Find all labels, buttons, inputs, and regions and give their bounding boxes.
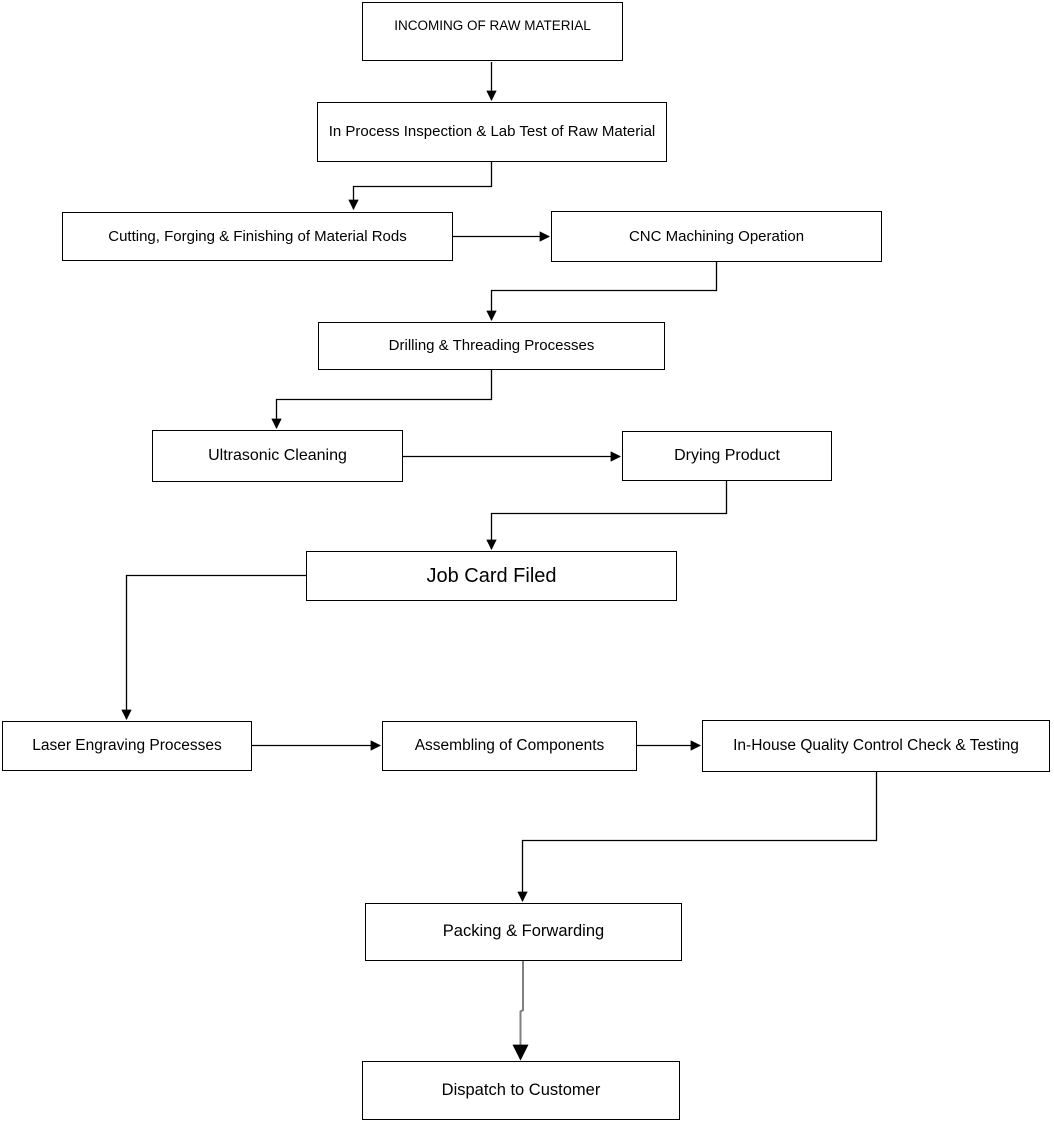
node-assembling-components: Assembling of Components (382, 721, 637, 771)
connector-qc-to-packing (517, 772, 878, 903)
connector-jobcard-to-laser (121, 574, 306, 721)
node-job-card-filed: Job Card Filed (306, 551, 677, 601)
node-laser-engraving: Laser Engraving Processes (2, 721, 252, 771)
node-packing-forwarding: Packing & Forwarding (365, 903, 682, 961)
node-dispatch-customer: Dispatch to Customer (362, 1061, 680, 1120)
node-drying-product: Drying Product (622, 431, 832, 481)
connector-drilling-to-ultrasonic (271, 370, 493, 430)
node-quality-control: In-House Quality Control Check & Testing (702, 720, 1050, 772)
node-incoming-raw-material: INCOMING OF RAW MATERIAL (362, 2, 623, 61)
node-in-process-inspection: In Process Inspection & Lab Test of Raw … (317, 102, 667, 162)
connector-packing-to-dispatch (512, 961, 529, 1061)
connector-inspection-to-cutting (348, 162, 493, 211)
connector-drying-to-jobcard (486, 481, 728, 551)
connector-cnc-to-drilling (486, 262, 718, 322)
node-cnc-machining: CNC Machining Operation (551, 211, 882, 262)
node-cutting-forging-finishing: Cutting, Forging & Finishing of Material… (62, 212, 453, 261)
node-ultrasonic-cleaning: Ultrasonic Cleaning (152, 430, 403, 482)
node-drilling-threading: Drilling & Threading Processes (318, 322, 665, 370)
